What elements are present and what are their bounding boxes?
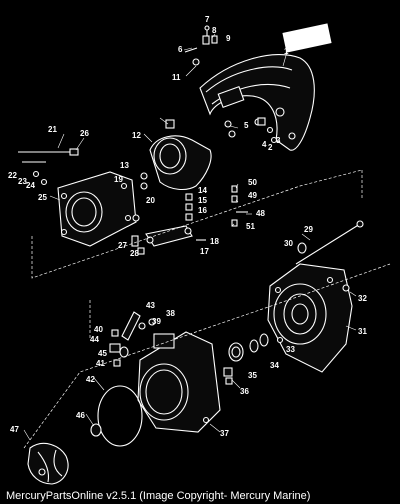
callout-9: 9 — [226, 34, 231, 43]
callout-14: 14 — [198, 186, 207, 195]
callout-42: 42 — [86, 375, 95, 384]
callout-49: 49 — [248, 191, 257, 200]
pump-housing-part — [267, 263, 353, 373]
callout-41: 41 — [96, 359, 105, 368]
callout-3: 3 — [276, 136, 281, 145]
callout-2: 2 — [268, 143, 273, 152]
housing-cover-part — [199, 54, 315, 151]
callout-1: 1 — [284, 47, 289, 56]
callout-19: 19 — [114, 175, 123, 184]
callout-4: 4 — [262, 140, 267, 149]
callout-39: 39 — [152, 317, 161, 326]
adapter-ring-part — [149, 119, 212, 191]
impeller-part — [27, 442, 69, 485]
callout-5: 5 — [244, 121, 249, 130]
callout-32: 32 — [358, 294, 367, 303]
callout-46: 46 — [76, 411, 85, 420]
callout-38: 38 — [166, 309, 175, 318]
callout-31: 31 — [358, 327, 367, 336]
callout-43: 43 — [146, 301, 155, 310]
callout-35: 35 — [248, 371, 257, 380]
linkage-parts — [131, 172, 206, 255]
right-screws-parts — [231, 185, 248, 227]
callout-29: 29 — [304, 225, 313, 234]
callout-13: 13 — [120, 161, 129, 170]
callout-51: 51 — [246, 222, 255, 231]
callout-48: 48 — [256, 209, 265, 218]
callout-28: 28 — [130, 249, 139, 258]
callout-24: 24 — [26, 181, 35, 190]
intake-housing-part — [57, 171, 137, 247]
callout-18: 18 — [210, 237, 219, 246]
callout-25: 25 — [38, 193, 47, 202]
o-ring-part — [97, 385, 143, 447]
callout-16: 16 — [198, 206, 207, 215]
callout-12: 12 — [132, 131, 141, 140]
callout-40: 40 — [94, 325, 103, 334]
nozzle-housing-part — [137, 331, 221, 433]
callout-21: 21 — [48, 125, 57, 134]
assembly-centerlines — [23, 169, 391, 449]
callout-22: 22 — [8, 171, 17, 180]
top-hardware-parts — [184, 25, 278, 144]
seal-bearing-parts — [223, 333, 269, 385]
decal-part — [282, 23, 332, 53]
callout-23: 23 — [18, 177, 27, 186]
nut-part — [90, 423, 102, 437]
callout-15: 15 — [198, 196, 207, 205]
callout-10: 10 — [318, 27, 327, 36]
callout-17: 17 — [200, 247, 209, 256]
callout-30: 30 — [284, 239, 293, 248]
callout-45: 45 — [98, 349, 107, 358]
callout-37: 37 — [220, 429, 229, 438]
callout-50: 50 — [248, 178, 257, 187]
small-fittings-parts — [109, 311, 156, 367]
callout-20: 20 — [146, 196, 155, 205]
callout-26: 26 — [80, 129, 89, 138]
leader-lines — [23, 33, 357, 441]
callout-labels: 1 2 3 4 5 6 7 8 9 10 11 12 13 14 15 16 1… — [8, 15, 367, 438]
callout-47: 47 — [10, 425, 19, 434]
callout-8: 8 — [212, 26, 217, 35]
callout-27: 27 — [118, 241, 127, 250]
callout-11: 11 — [172, 73, 181, 82]
long-bolt-part — [295, 220, 364, 265]
callout-6: 6 — [178, 45, 183, 54]
rod-parts — [18, 148, 79, 186]
callout-44: 44 — [90, 335, 99, 344]
copyright-footer: MercuryPartsOnline v2.5.1 (Image Copyrig… — [6, 490, 311, 502]
callout-7: 7 — [205, 15, 210, 24]
callout-36: 36 — [240, 387, 249, 396]
callout-33: 33 — [286, 345, 295, 354]
callout-34: 34 — [270, 361, 279, 370]
